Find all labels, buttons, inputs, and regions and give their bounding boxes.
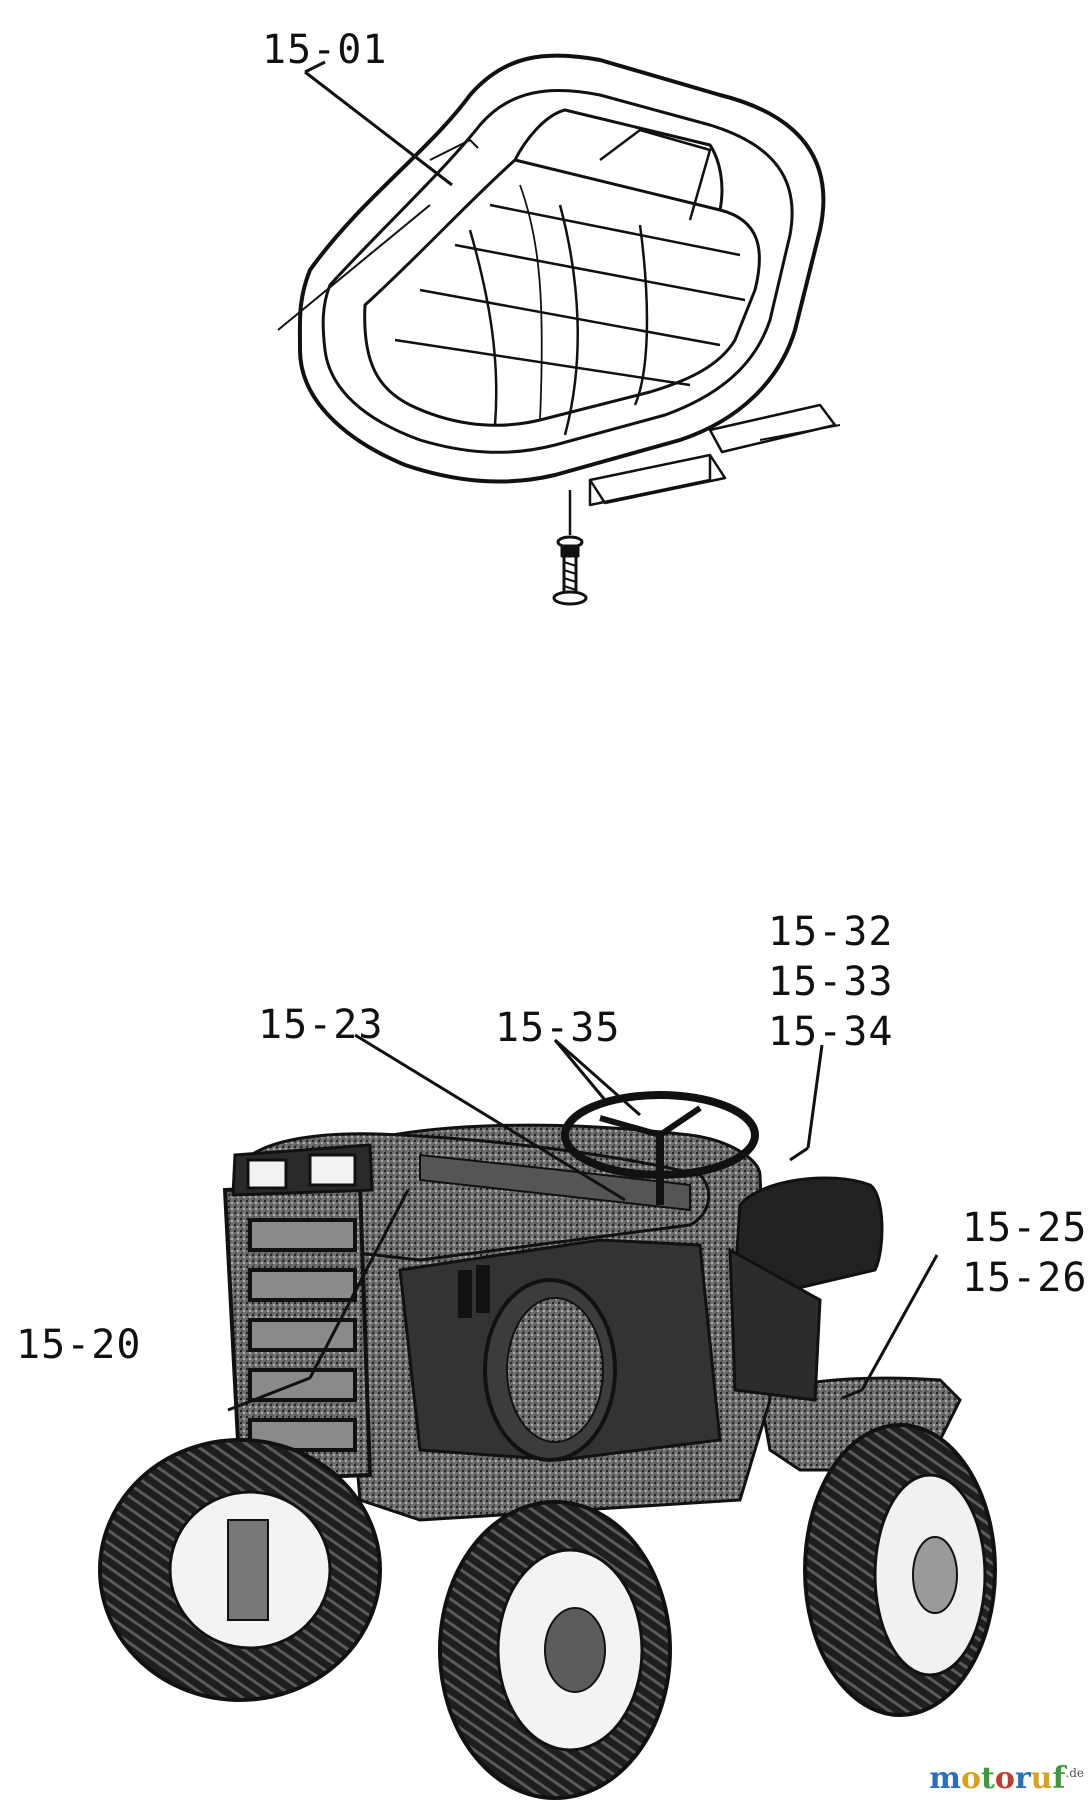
watermark-letter: m bbox=[929, 1761, 961, 1796]
watermark-letters: motoruf bbox=[929, 1761, 1065, 1796]
tractor-photo bbox=[98, 1091, 997, 1800]
callout-15-23: 15-23 bbox=[258, 1002, 384, 1048]
leader-lines-tractor bbox=[227, 1033, 939, 1412]
callout-15-26: 15-26 bbox=[962, 1255, 1088, 1301]
callout-15-32: 15-32 bbox=[768, 909, 894, 955]
seat-drawing bbox=[277, 53, 841, 606]
watermark-letter: f bbox=[1052, 1761, 1066, 1796]
watermark-letter: o bbox=[994, 1761, 1015, 1796]
callout-15-34: 15-34 bbox=[768, 1009, 894, 1055]
callout-15-20: 15-20 bbox=[16, 1322, 142, 1368]
watermark-letter: u bbox=[1030, 1761, 1053, 1796]
watermark-letter: o bbox=[960, 1761, 981, 1796]
watermark-suffix: .de bbox=[1065, 1766, 1084, 1780]
watermark-letter: r bbox=[1014, 1761, 1031, 1796]
callout-15-25: 15-25 bbox=[962, 1205, 1088, 1251]
callout-15-33: 15-33 bbox=[768, 959, 894, 1005]
watermark-logo: motoruf.de bbox=[929, 1764, 1084, 1794]
callout-15-01: 15-01 bbox=[262, 27, 388, 73]
leader-seat bbox=[304, 60, 453, 187]
watermark-letter: t bbox=[980, 1761, 995, 1796]
callout-15-35: 15-35 bbox=[495, 1005, 621, 1051]
